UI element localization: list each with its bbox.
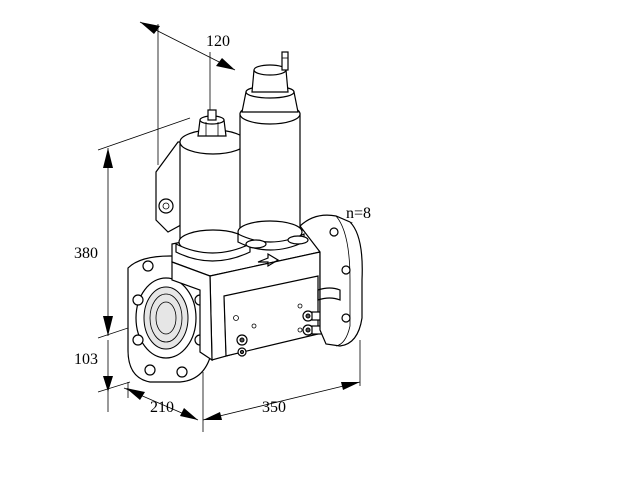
dim-length: 350	[262, 399, 286, 416]
bolt-hole	[176, 366, 188, 378]
dim-top-width: 120	[206, 33, 230, 50]
dim-height-total: 380	[74, 245, 98, 262]
dim-height-lower: 103	[74, 351, 98, 368]
outlet-flange	[299, 214, 363, 347]
right-solenoid-actuator	[237, 51, 309, 251]
bolt-hole	[142, 260, 154, 272]
bolt-hole	[144, 364, 156, 376]
dim-flange-depth: 210	[150, 399, 174, 416]
bolt-hole	[132, 294, 144, 306]
bolt-count-label: n=8	[346, 205, 371, 222]
bolt-hole	[132, 334, 144, 346]
left-solenoid-actuator	[155, 109, 251, 262]
inlet-flange	[127, 255, 213, 383]
